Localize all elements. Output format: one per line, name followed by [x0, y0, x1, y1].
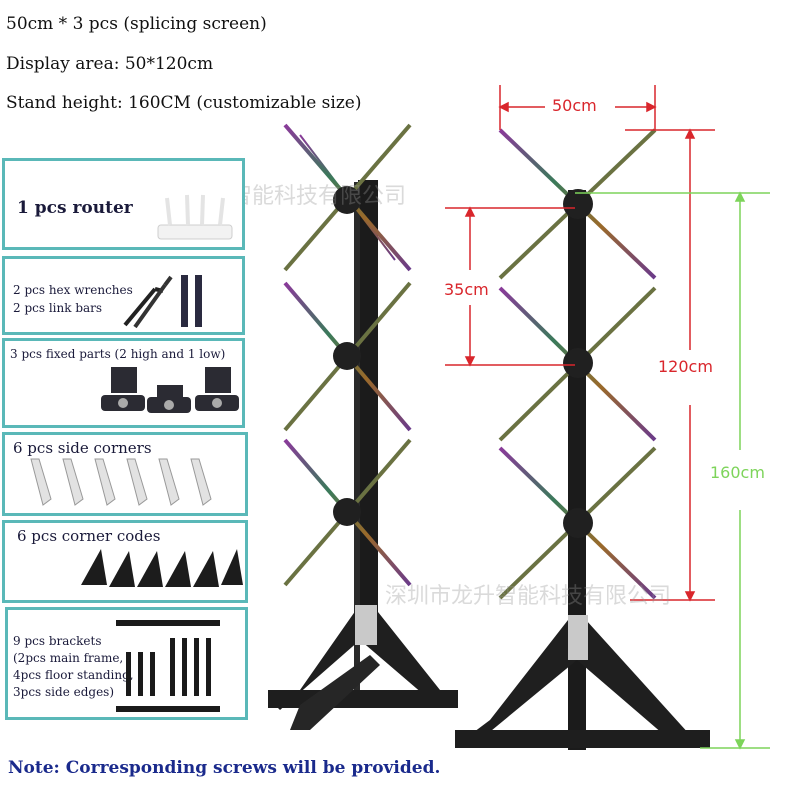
watermark-bottom: 深圳市龙升智能科技有限公司 [385, 584, 672, 609]
accessory-wrenches: 2 pcs hex wrenches 2 pcs link bars [2, 256, 245, 335]
corner-codes-image [81, 549, 243, 587]
right-stand [455, 128, 710, 750]
wrenches-label: 2 pcs hex wrenches [13, 283, 133, 297]
spec-display-area: Display area: 50*120cm [6, 54, 214, 74]
width-dimension-label: 50cm [552, 96, 597, 115]
display-height-dimension [625, 128, 715, 602]
accessory-router: 1 pcs router [2, 158, 245, 250]
accessory-corner-codes: 6 pcs corner codes [2, 520, 248, 603]
accessory-side-corners: 6 pcs side corners [2, 432, 248, 516]
fixed-parts-image [101, 367, 239, 413]
side-corners-image [30, 458, 212, 506]
screws-note: Note: Corresponding screws will be provi… [8, 758, 441, 778]
router-image [157, 194, 233, 240]
router-label: 1 pcs router [17, 198, 133, 218]
brackets-detail-2: 4pcs floor standing, [13, 668, 134, 682]
brackets-detail-3: 3pcs side edges) [13, 685, 115, 699]
link-bars-label: 2 pcs link bars [13, 301, 103, 315]
wrench-image [123, 275, 202, 329]
stand-height-label: 160cm [710, 463, 765, 482]
display-height-label: 120cm [658, 357, 713, 376]
spec-stand-height: Stand height: 160CM (customizable size) [6, 93, 362, 113]
brackets-image [116, 620, 220, 712]
accessory-fixed-parts: 3 pcs fixed parts (2 high and 1 low) [2, 338, 245, 428]
accessory-brackets: 9 pcs brackets (2pcs main frame, 4pcs fl… [5, 607, 248, 720]
fan-dimension-label: 35cm [444, 280, 489, 299]
fixed-parts-label: 3 pcs fixed parts (2 high and 1 low) [10, 347, 226, 361]
brackets-detail-1: (2pcs main frame, [13, 651, 124, 665]
spec-panels: 50cm * 3 pcs (splicing screen) [6, 14, 267, 34]
fan-dimension [445, 206, 575, 367]
left-stand [268, 123, 458, 730]
brackets-label: 9 pcs brackets [13, 634, 102, 648]
corner-codes-label: 6 pcs corner codes [17, 527, 161, 545]
side-corners-label: 6 pcs side corners [13, 439, 152, 457]
stand-height-dimension [575, 191, 770, 750]
width-dimension [498, 85, 657, 130]
